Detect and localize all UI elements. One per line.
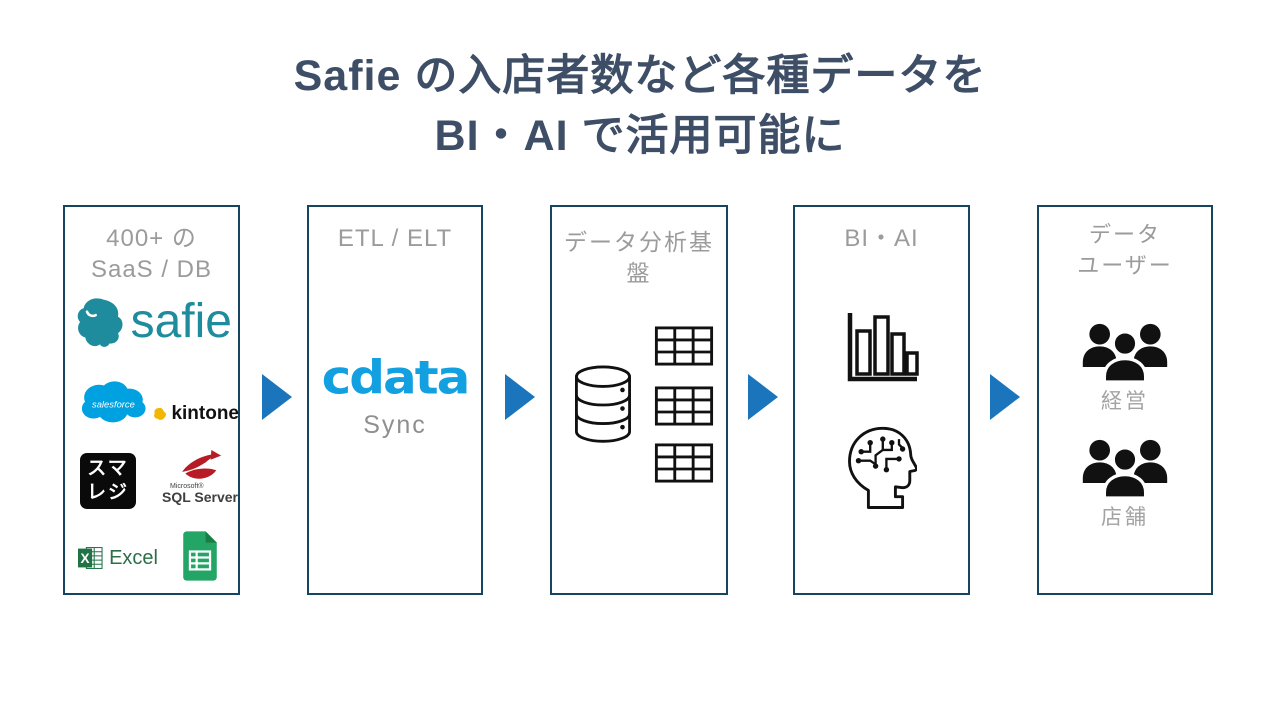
excel-icon-letter: X bbox=[81, 551, 90, 566]
sqlserver-brand-text: Microsoft® bbox=[170, 483, 204, 490]
salesforce-logo-icon: salesforce bbox=[81, 381, 146, 423]
users-heading-line1: データ bbox=[1088, 222, 1161, 247]
smaregi-logo: スマ レジ bbox=[80, 453, 136, 509]
flow-arrow-icon bbox=[990, 374, 1020, 420]
safie-logo: safie bbox=[75, 289, 232, 355]
cdata-product-name: Sync bbox=[363, 411, 427, 439]
users-heading-line2: ユーザー bbox=[1077, 253, 1173, 278]
table-icon bbox=[654, 386, 714, 426]
etl-heading: ETL / ELT bbox=[337, 225, 453, 252]
user-group-management: 経営 bbox=[1039, 322, 1211, 415]
safie-wordmark: safie bbox=[130, 295, 232, 348]
people-group-icon bbox=[1082, 439, 1168, 498]
sources-heading-line1: 400+ の bbox=[106, 225, 197, 252]
people-group-icon bbox=[1082, 323, 1168, 382]
table-icon bbox=[654, 326, 714, 366]
excel-logo: X Excel bbox=[78, 535, 158, 581]
bar-chart-icon bbox=[847, 313, 919, 382]
sqlserver-mark-icon bbox=[182, 449, 222, 479]
safie-mascot-icon bbox=[77, 298, 123, 347]
sqlserver-logo: Microsoft® SQL Server bbox=[160, 449, 240, 511]
kintone-wordmark: kintone bbox=[171, 403, 239, 424]
users-heading: データ ユーザー bbox=[1039, 219, 1211, 281]
user-group-stores: 店舗 bbox=[1039, 438, 1211, 531]
page-title: Safie の入店者数など各種データを BI・AI で活用可能に bbox=[0, 46, 1280, 166]
sources-heading: 400+ の SaaS / DB bbox=[65, 223, 238, 285]
excel-wordmark: Excel bbox=[109, 546, 158, 569]
ai-head-icon bbox=[848, 426, 917, 509]
table-icon bbox=[654, 443, 714, 483]
kintone-mark-icon bbox=[154, 407, 166, 420]
user-group-label: 店舗 bbox=[1101, 506, 1149, 529]
flow-arrow-icon bbox=[748, 374, 778, 420]
salesforce-wordmark: salesforce bbox=[92, 398, 135, 409]
users-box: データ ユーザー 経営 bbox=[1037, 205, 1213, 595]
smaregi-wordmark-line1: スマ bbox=[87, 458, 129, 479]
platform-heading: データ分析基盤 bbox=[564, 229, 714, 286]
title-line-1: Safie の入店者数など各種データを bbox=[293, 52, 987, 100]
cdata-logo: cdata bbox=[321, 351, 471, 405]
user-group-label: 経営 bbox=[1101, 390, 1149, 413]
smaregi-wordmark-line2: レジ bbox=[86, 482, 129, 503]
kintone-logo: kintone bbox=[153, 399, 239, 429]
sources-box: 400+ の SaaS / DB safie salesforce bbox=[63, 205, 240, 595]
flow-arrow-icon bbox=[262, 374, 292, 420]
etl-box: ETL / ELT cdata Sync bbox=[307, 205, 483, 595]
database-icon bbox=[575, 365, 631, 443]
google-sheets-icon bbox=[183, 531, 217, 581]
title-line-2: BI・AI で活用可能に bbox=[434, 112, 846, 160]
flow-arrow-icon bbox=[505, 374, 535, 420]
bi-ai-heading: BI・AI bbox=[844, 225, 919, 252]
excel-icon: X bbox=[78, 547, 103, 569]
sources-heading-line2: SaaS / DB bbox=[90, 256, 213, 283]
sqlserver-wordmark: SQL Server bbox=[161, 489, 238, 505]
platform-box: データ分析基盤 bbox=[550, 205, 728, 595]
bi-ai-box: BI・AI bbox=[793, 205, 970, 595]
